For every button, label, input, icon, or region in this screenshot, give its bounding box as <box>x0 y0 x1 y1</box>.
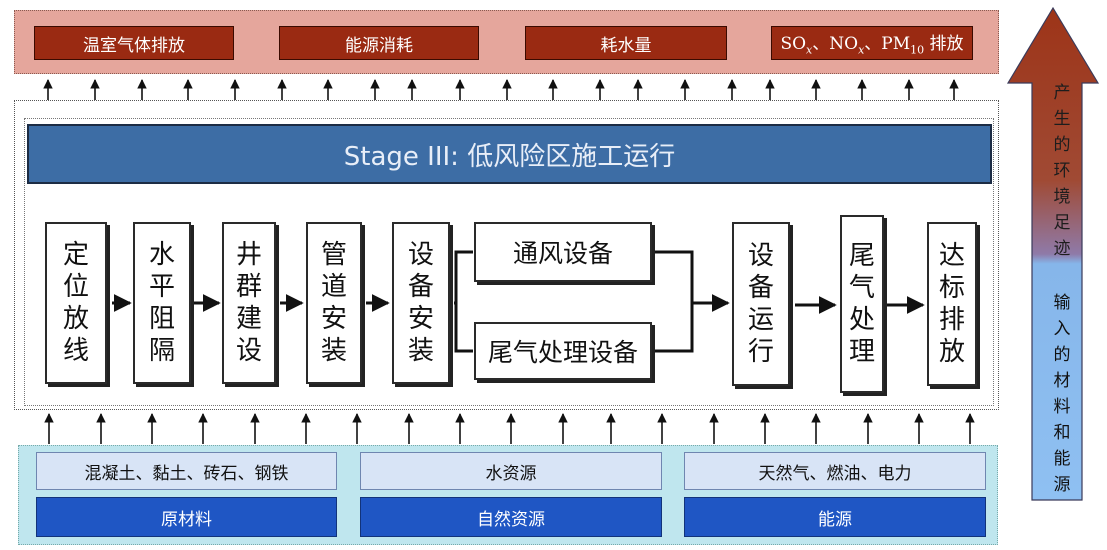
input-arrows <box>44 413 975 444</box>
step-equipment-operation: 设备运行 <box>732 222 790 386</box>
footprint-arrow <box>1006 6 1100 501</box>
branch-ventilation-equipment: 通风设备 <box>474 222 652 282</box>
input-materials-items: 混凝土、黏土、砖石、钢铁 <box>36 452 337 490</box>
input-water-items: 水资源 <box>360 452 662 490</box>
footprint-arrow-bottom-label: 输入的材料和能源 <box>1053 293 1071 495</box>
output-water-consumption: 耗水量 <box>525 26 727 60</box>
step-positioning: 定位放线 <box>45 222 107 384</box>
step-exhaust-treatment: 尾气处理 <box>840 215 884 393</box>
step-horizontal-barrier: 水平阻隔 <box>133 222 191 384</box>
step-compliant-discharge: 达标排放 <box>927 222 977 386</box>
step-well-construction: 井群建设 <box>222 222 276 384</box>
process-inner-frame <box>24 118 994 406</box>
output-greenhouse-gas: 温室气体排放 <box>34 26 234 60</box>
step-pipe-installation: 管道安装 <box>306 222 362 384</box>
process-flow <box>112 250 925 353</box>
category-natural-resources: 自然资源 <box>360 497 662 537</box>
output-energy-consumption: 能源消耗 <box>279 26 479 60</box>
step-equipment-installation: 设备安装 <box>392 222 450 384</box>
category-raw-materials: 原材料 <box>36 497 337 537</box>
output-pollutant-emission: SOx、NOx、PM10 排放 <box>771 26 973 60</box>
input-energy-items: 天然气、燃油、电力 <box>684 452 986 490</box>
footprint-arrow-top-label: 产生的环境足迹 <box>1053 83 1071 259</box>
category-energy: 能源 <box>684 497 986 537</box>
output-arrows <box>43 79 959 100</box>
pollutant-label: SOx、NOx、PM10 排放 <box>780 34 964 57</box>
branch-exhaust-treatment-equipment: 尾气处理设备 <box>474 322 652 380</box>
stage-banner: Stage III: 低风险区施工运行 <box>27 124 992 184</box>
